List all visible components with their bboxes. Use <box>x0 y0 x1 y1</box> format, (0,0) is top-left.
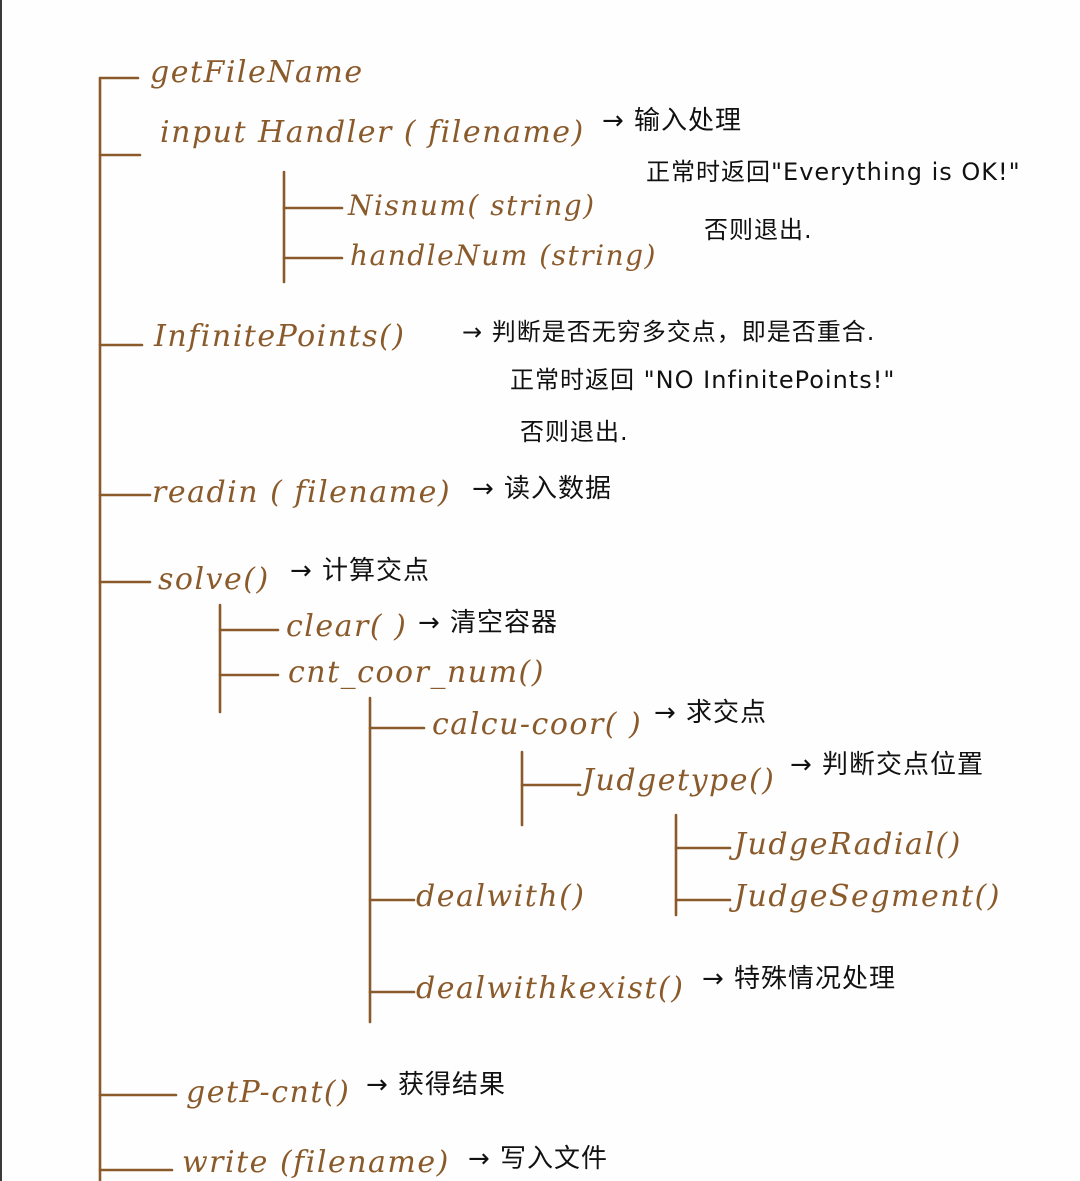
node-Judgetype: Judgetype() <box>582 763 776 798</box>
note-calcu-coor: → 求交点 <box>654 698 768 728</box>
note-inf-ok: 正常时返回 "NO InfinitePoints!" <box>510 366 896 394</box>
node-Nisnum: Nisnum( string) <box>348 189 596 222</box>
note-dealwithkexist: → 特殊情况处理 <box>702 964 897 994</box>
node-dealwith: dealwith() <box>416 879 586 914</box>
node-calcu-coor: calcu-coor( ) <box>432 707 643 742</box>
node-JudgeRadial: JudgeRadial() <box>734 827 962 862</box>
node-dealwithkexist: dealwithkexist() <box>416 971 685 1006</box>
node-solve: solve() <box>158 562 270 597</box>
note-InfinitePoints: → 判断是否无穷多交点，即是否重合. <box>462 318 876 346</box>
note-Judgetype: → 判断交点位置 <box>790 750 985 780</box>
note-solve: → 计算交点 <box>290 556 431 586</box>
node-getP-cnt: getP-cnt() <box>186 1075 351 1110</box>
note-input-exit: 否则退出. <box>704 216 813 244</box>
node-JudgeSegment: JudgeSegment() <box>734 879 1002 914</box>
node-InfinitePoints: InfinitePoints() <box>154 319 406 354</box>
node-getFileName: getFileName <box>150 55 364 90</box>
node-cnt-coor-num: cnt_coor_num() <box>288 655 545 690</box>
node-readin: readin ( filename) <box>152 475 452 510</box>
note-input-ok: 正常时返回"Everything is OK!" <box>646 158 1021 186</box>
note-readin: → 读入数据 <box>472 474 613 504</box>
note-clear: → 清空容器 <box>418 608 559 638</box>
note-inputHandler: → 输入处理 <box>602 106 743 136</box>
node-handleNum: handleNum (string) <box>350 239 657 272</box>
note-inf-exit: 否则退出. <box>520 418 629 446</box>
note-write: → 写入文件 <box>468 1144 609 1174</box>
node-write: write (filename) <box>182 1145 450 1180</box>
note-getP-cnt: → 获得结果 <box>366 1070 507 1100</box>
node-clear: clear( ) <box>286 609 408 644</box>
node-inputHandler: input Handler ( filename) <box>160 115 585 150</box>
